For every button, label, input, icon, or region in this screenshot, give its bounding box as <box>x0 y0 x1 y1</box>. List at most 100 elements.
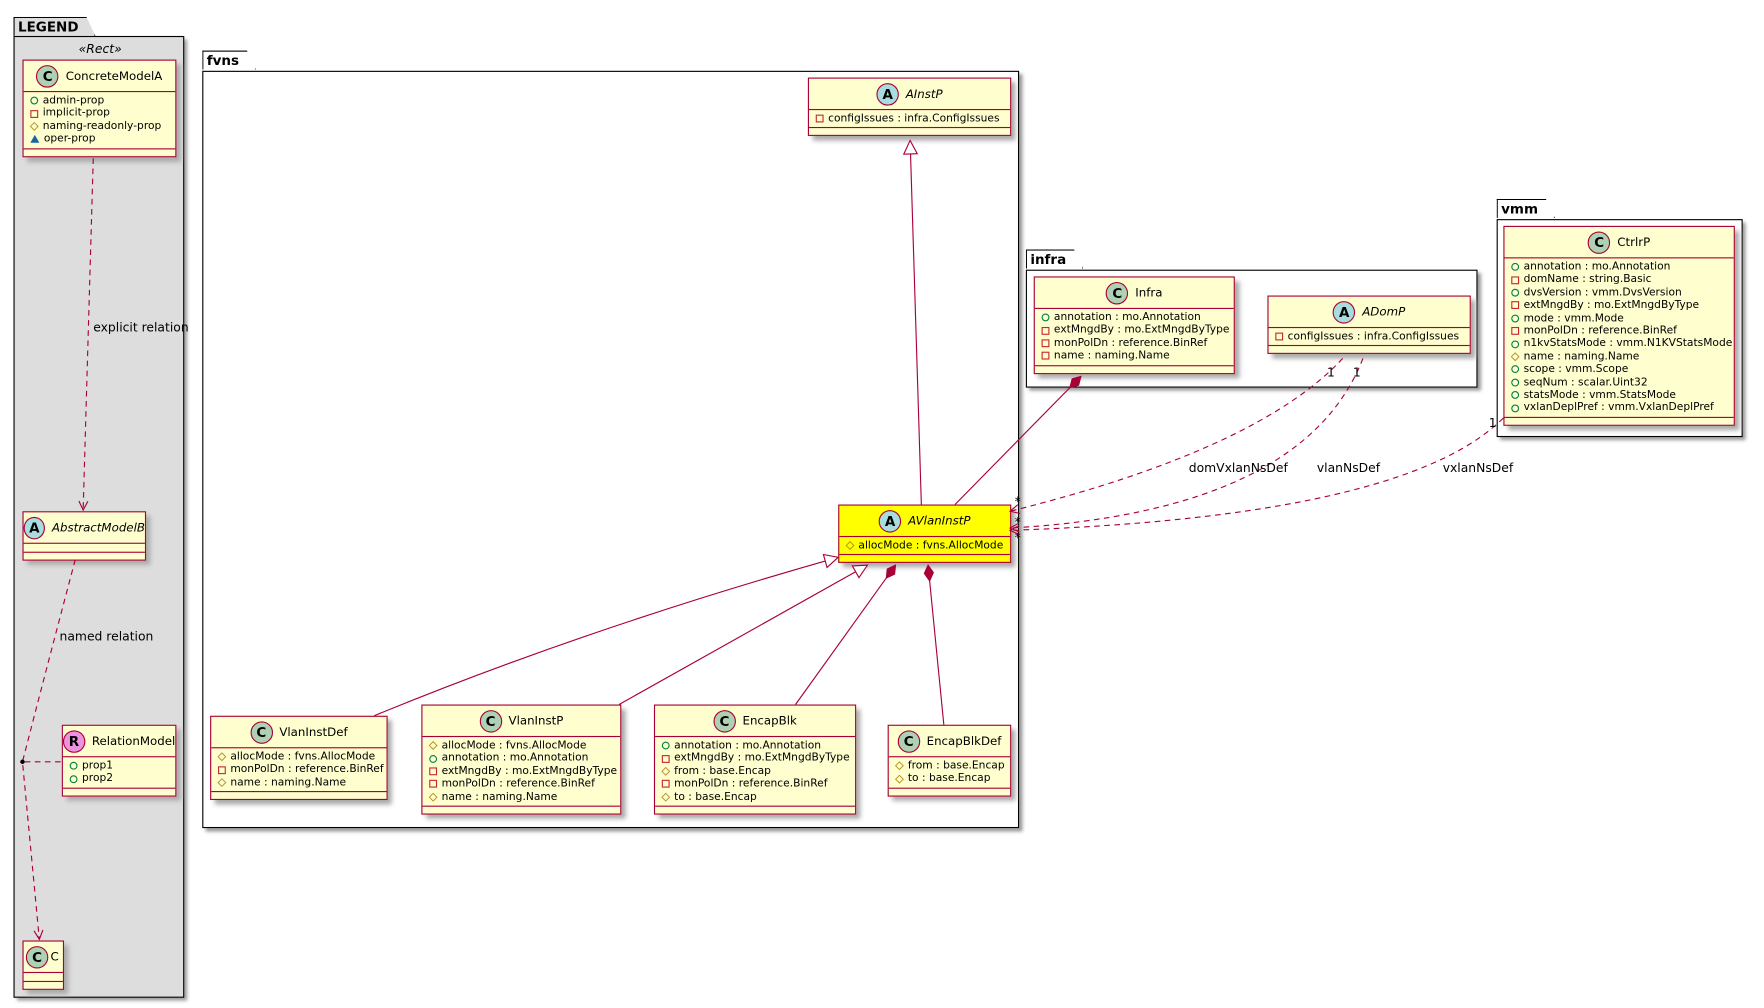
attribute: naming-readonly-prop <box>29 120 168 133</box>
attribute-text: dvsVersion : vmm.DvsVersion <box>1523 286 1682 299</box>
attribute: configIssues : infra.ConfigIssues <box>1275 330 1463 343</box>
edge-label-domvxlannsdef: domVxlanNsDef <box>1189 461 1289 475</box>
attribute-text: naming-readonly-prop <box>42 120 162 133</box>
attribute-text: annotation : mo.Annotation <box>1523 260 1671 274</box>
method-compartment <box>839 554 1011 562</box>
attribute: admin-prop <box>30 94 168 107</box>
package-name: vmm <box>1501 201 1539 217</box>
method-compartment <box>23 147 176 156</box>
edge-vlaninstp-generalization <box>618 565 867 705</box>
class-icon: C <box>250 720 273 744</box>
edge-vxlannsdef <box>1010 417 1504 530</box>
attribute-text: from : base.Encap <box>907 759 1005 772</box>
public-visibility-icon <box>1041 313 1050 322</box>
attribute-text: name : naming.Name <box>230 776 347 789</box>
attribute: allocMode : fvns.AllocMode <box>428 739 613 752</box>
method-compartment <box>23 980 63 989</box>
legend-stereotype: «Rect» <box>78 41 122 57</box>
class-name: CtrlrP <box>1617 235 1651 249</box>
mult-vxlannsdef-src: 1 <box>1489 416 1497 430</box>
mult-vlannsdef-dst: * <box>1015 515 1021 529</box>
edge-vlaninstdef-generalization <box>373 557 838 717</box>
package-name: fvns <box>206 52 240 69</box>
association-point <box>20 759 25 765</box>
attribute-text: implicit-prop <box>42 107 110 120</box>
class-icon: C <box>897 729 920 753</box>
edge-label-named: named relation <box>60 629 154 643</box>
class-name: AbstractModelB <box>51 520 145 535</box>
edge-label-explicit: explicit relation <box>93 320 188 334</box>
edge-ainstp-generalization <box>910 140 922 505</box>
class-name: VlanInstP <box>508 714 564 728</box>
public-visibility-icon <box>1511 288 1520 297</box>
edge-label-vlannsdef: vlanNsDef <box>1317 461 1381 475</box>
class-icon: C <box>713 709 736 733</box>
edge-vlannsdef <box>1010 358 1364 528</box>
abstract-class-icon: A <box>1332 300 1356 324</box>
attribute-text: scope : vmm.Scope <box>1523 363 1629 376</box>
attribute-text: allocMode : fvns.AllocMode <box>858 539 1004 552</box>
private-visibility-icon <box>1275 332 1284 341</box>
method-compartment <box>1504 416 1734 425</box>
attribute-text: monPolDn : reference.BinRef <box>1523 324 1677 338</box>
class-name: ADomP <box>1362 305 1406 319</box>
method-compartment <box>422 805 621 814</box>
mult-domvxlannsdef-src: 1 <box>1327 365 1335 379</box>
package-tab-legend: LEGEND <box>13 17 95 36</box>
attribute: monPolDn : reference.BinRef <box>1041 336 1227 350</box>
attribute-text: to : base.Encap <box>907 772 991 785</box>
edge-encapblk-composition <box>795 564 897 705</box>
attribute-text: from : base.Encap <box>674 764 771 778</box>
method-compartment <box>1034 364 1234 373</box>
attribute-text: n1kvStatsMode : vmm.N1KVStatsMode <box>1523 337 1733 350</box>
attribute: vxlanDeplPref : vmm.VxlanDeplPref <box>1511 402 1727 415</box>
attribute: allocMode : fvns.AllocMode <box>845 539 1004 552</box>
public-visibility-icon <box>429 754 438 763</box>
attribute: mode : vmm.Mode <box>1511 312 1727 325</box>
attribute: monPolDn : reference.BinRef <box>217 763 384 776</box>
edge-explicit-relation <box>83 158 94 510</box>
private-visibility-icon <box>815 114 824 123</box>
class-name: VlanInstDef <box>279 725 348 739</box>
attribute-text: monPolDn : reference.BinRef <box>1053 336 1208 350</box>
method-compartment <box>1268 345 1470 353</box>
attribute-text: prop1 <box>82 759 114 772</box>
package-fvns <box>202 70 1020 829</box>
attribute-compartment: allocMode : fvns.AllocMode <box>839 535 1011 554</box>
class-adomp[interactable]: A ADomP configIssues : infra.ConfigIssues <box>1267 295 1471 355</box>
attribute-text: to : base.Encap <box>674 790 757 803</box>
edge-domvxlannsdef <box>1010 358 1344 511</box>
class-name: EncapBlkDef <box>926 734 1002 748</box>
attribute: monPolDn : reference.BinRef <box>429 778 613 791</box>
attribute-text: statsMode : vmm.StatsMode <box>1523 388 1676 402</box>
private-visibility-icon <box>1041 339 1050 348</box>
private-visibility-icon <box>661 754 670 763</box>
attribute-compartment: configIssues : infra.ConfigIssues <box>1268 326 1470 345</box>
